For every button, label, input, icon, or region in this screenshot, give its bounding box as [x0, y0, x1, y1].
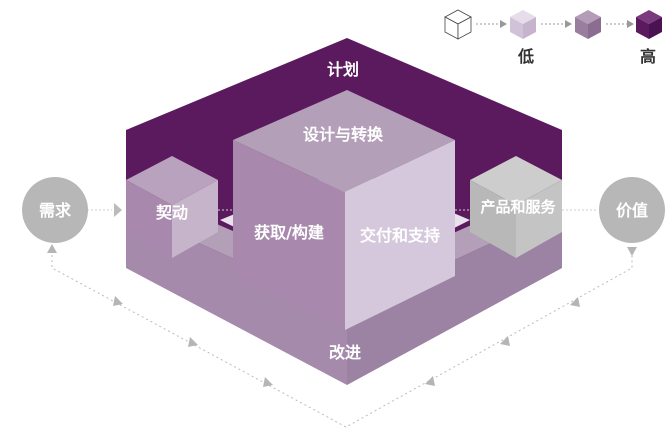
design-transform-face [233, 90, 455, 192]
deliver-support-label: 交付和支持 [360, 226, 440, 245]
legend-cube-white [444, 9, 472, 40]
legend-high-label: 高 [640, 47, 656, 66]
central-cube [233, 90, 455, 330]
products-services-cube [470, 156, 562, 258]
design-transform-label: 设计与转换 [303, 125, 384, 144]
improvement-loop [51, 250, 633, 428]
acquire-build-face [233, 140, 345, 330]
legend-cube-dark [636, 10, 662, 39]
legend-low-label: 低 [517, 47, 534, 66]
acquire-build-label: 获取/构建 [254, 223, 324, 242]
legend-cube-light [510, 10, 536, 39]
deliver-support-face [345, 140, 455, 330]
engage-cube [126, 156, 218, 258]
legend-cube-mid [575, 10, 601, 39]
engage-label: 契动 [155, 203, 188, 222]
value-circle [599, 177, 665, 243]
demand-circle [22, 177, 88, 243]
demand-label: 需求 [39, 201, 72, 220]
plan-label: 计划 [327, 60, 359, 79]
legend: 低 高 [444, 9, 662, 66]
products-services-label: 产品和服务 [480, 198, 556, 216]
improve-label: 改进 [329, 343, 361, 362]
loop-arrowheads [47, 244, 637, 387]
value-label: 价值 [616, 201, 648, 220]
